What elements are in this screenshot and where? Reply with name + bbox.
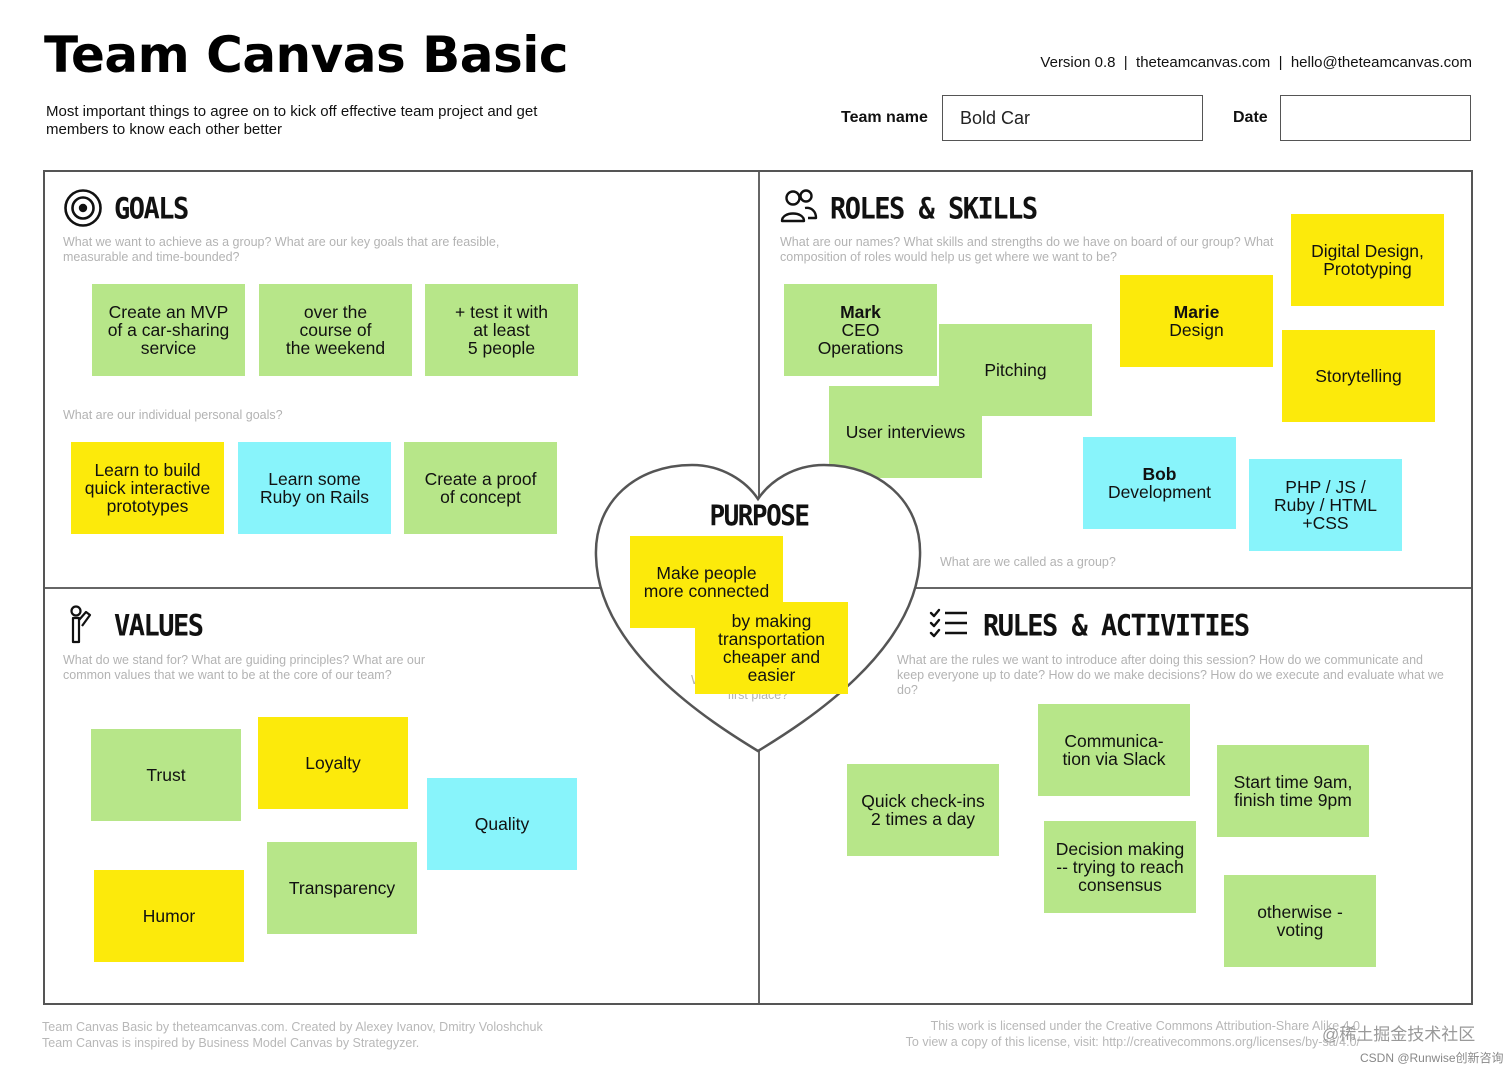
rule-note[interactable]: Communica- tion via Slack (1038, 704, 1190, 796)
rules-hint: What are the rules we want to introduce … (897, 653, 1444, 697)
footer-credit-line: Team Canvas is inspired by Business Mode… (42, 1035, 420, 1050)
watermark-juejin: @稀土掘金技术社区 (1322, 1025, 1476, 1044)
goals-personal-hint: What are our individual personal goals? (63, 408, 283, 422)
team-name-label: Team name (841, 109, 928, 126)
canvas-board (43, 170, 1473, 1005)
rule-note[interactable]: Decision making -- trying to reach conse… (1044, 821, 1196, 913)
figure-icon (70, 605, 92, 644)
license-line: This work is licensed under the Creative… (930, 1019, 1360, 1033)
footer-license: This work is licensed under the Creative… (840, 1019, 1360, 1050)
rule-note[interactable]: otherwise - voting (1224, 875, 1376, 967)
goal-note[interactable]: + test it with at least 5 people (425, 284, 578, 376)
skill-note[interactable]: Storytelling (1282, 330, 1435, 422)
personal-goal-note[interactable]: Create a proof of concept (404, 442, 557, 534)
rules-title: RULES & ACTIVITIES (983, 609, 1250, 644)
team-name-input[interactable] (942, 95, 1203, 141)
group-name-hint: What are we called as a group? (940, 555, 1116, 569)
roles-title: ROLES & SKILLS (830, 192, 1038, 227)
date-label: Date (1233, 109, 1268, 126)
member-role: Design (1169, 320, 1224, 340)
member-role: Development (1107, 482, 1212, 502)
rule-note[interactable]: Quick check-ins 2 times a day (847, 764, 999, 856)
member-name: Mark (840, 302, 881, 322)
goals-title: GOALS (114, 192, 189, 227)
value-note[interactable]: Humor (94, 870, 244, 962)
personal-goal-note[interactable]: Learn to build quick interactive prototy… (71, 442, 224, 534)
license-line[interactable]: To view a copy of this license, visit: h… (905, 1034, 1360, 1049)
watermark-csdn: CSDN @Runwise创新咨询 (1360, 1051, 1504, 1065)
value-note[interactable]: Quality (427, 778, 577, 870)
roles-hint: What are our names? What skills and stre… (780, 235, 1274, 264)
role-note[interactable]: Mark CEO Operations (784, 284, 937, 376)
page-subtitle: Most important things to agree on to kic… (46, 103, 538, 138)
values-hint: What do we stand for? What are guiding p… (63, 653, 425, 682)
member-name: Marie (1173, 302, 1220, 322)
people-icon (780, 189, 818, 223)
target-icon (64, 189, 102, 227)
rule-note[interactable]: Start time 9am, finish time 9pm (1217, 745, 1369, 837)
role-note[interactable]: Marie Design (1120, 275, 1273, 367)
personal-goal-note[interactable]: Learn some Ruby on Rails (238, 442, 391, 534)
skill-note[interactable]: Digital Design, Prototyping (1291, 214, 1444, 306)
role-note[interactable]: Bob Development (1083, 437, 1236, 529)
value-note[interactable]: Transparency (267, 842, 417, 934)
skill-note[interactable]: User interviews (829, 386, 982, 478)
skill-note[interactable]: PHP / JS / Ruby / HTML +CSS (1249, 459, 1402, 551)
value-note[interactable]: Loyalty (258, 717, 408, 809)
page-title: Team Canvas Basic (44, 26, 569, 84)
date-input[interactable] (1280, 95, 1471, 141)
version-meta: Version 0.8 | theteamcanvas.com | hello@… (1040, 54, 1472, 71)
value-note[interactable]: Trust (91, 729, 241, 821)
footer-credit-line: Team Canvas Basic by theteamcanvas.com. … (42, 1020, 543, 1034)
checklist-icon (929, 608, 967, 638)
goal-note[interactable]: Create an MVP of a car-sharing service (92, 284, 245, 376)
purpose-note[interactable]: by making transportation cheaper and eas… (695, 602, 848, 694)
purpose-title: PURPOSE (709, 500, 810, 533)
member-role: CEO Operations (817, 320, 904, 358)
goal-note[interactable]: over the course of the weekend (259, 284, 412, 376)
member-name: Bob (1142, 464, 1177, 484)
footer-credits: Team Canvas Basic by theteamcanvas.com. … (42, 1020, 642, 1051)
goals-hint: What we want to achieve as a group? What… (63, 235, 500, 264)
values-title: VALUES (114, 609, 204, 644)
